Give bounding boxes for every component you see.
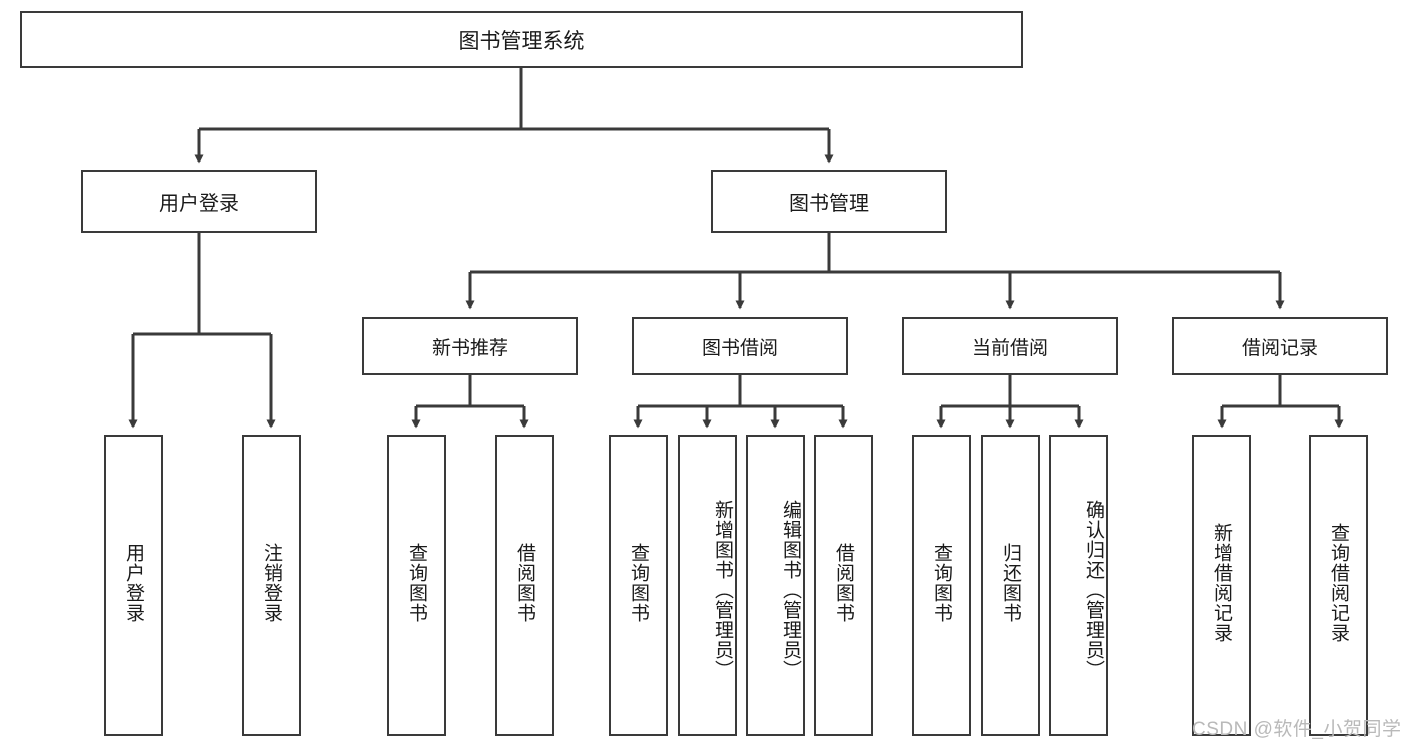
node-new-book-recommend-label: 新书推荐 (431, 337, 508, 359)
node-book-management[interactable]: 图书管理 (711, 170, 947, 233)
leaf-book-borrow-add[interactable]: 新增图书（管理员） (678, 435, 737, 736)
node-borrow-record[interactable]: 借阅记录 (1172, 317, 1388, 375)
node-current-borrow[interactable]: 当前借阅 (902, 317, 1118, 375)
leaf-current-borrow-confirm-return[interactable]: 确认归还（管理员） (1049, 435, 1108, 736)
leaf-borrow-record-query[interactable]: 查询借阅记录 (1309, 435, 1368, 736)
leaf-book-borrow-edit[interactable]: 编辑图书（管理员） (746, 435, 805, 736)
node-borrow-record-label: 借阅记录 (1241, 337, 1318, 359)
node-user-login[interactable]: 用户登录 (81, 170, 317, 233)
leaf-book-borrow-borrow[interactable]: 借阅图书 (814, 435, 873, 736)
node-book-management-label: 图书管理 (789, 193, 869, 215)
leaf-label: 查询借阅记录 (1328, 522, 1350, 643)
leaf-label: 查询图书 (628, 542, 650, 623)
leaf-label: 查询图书 (406, 542, 428, 623)
leaf-label: 注销登录 (261, 542, 283, 623)
node-root-label: 图书管理系统 (458, 29, 585, 53)
leaf-label: 归还图书 (1000, 542, 1022, 623)
leaf-label: 查询图书 (931, 542, 953, 623)
node-book-borrow[interactable]: 图书借阅 (632, 317, 848, 375)
leaf-borrow-record-add[interactable]: 新增借阅记录 (1192, 435, 1251, 736)
leaf-user-login-login[interactable]: 用户登录 (104, 435, 163, 736)
node-root[interactable]: 图书管理系统 (20, 11, 1023, 68)
leaf-label: 新增图书（管理员） (712, 499, 733, 680)
leaf-current-borrow-return[interactable]: 归还图书 (981, 435, 1040, 736)
csdn-watermark: CSDN @软件_小贺同学 (1192, 719, 1402, 740)
node-new-book-recommend[interactable]: 新书推荐 (362, 317, 578, 375)
node-current-borrow-label: 当前借阅 (971, 337, 1048, 359)
leaf-new-book-query[interactable]: 查询图书 (387, 435, 446, 736)
node-book-borrow-label: 图书借阅 (701, 337, 778, 359)
leaf-book-borrow-query[interactable]: 查询图书 (609, 435, 668, 736)
node-user-login-label: 用户登录 (159, 193, 239, 215)
leaf-current-borrow-query[interactable]: 查询图书 (912, 435, 971, 736)
leaf-label: 借阅图书 (514, 542, 536, 623)
leaf-new-book-borrow[interactable]: 借阅图书 (495, 435, 554, 736)
leaf-label: 编辑图书（管理员） (780, 499, 801, 680)
leaf-label: 确认归还（管理员） (1083, 499, 1104, 680)
leaf-label: 用户登录 (123, 542, 145, 623)
leaf-user-login-logout[interactable]: 注销登录 (242, 435, 301, 736)
leaf-label: 新增借阅记录 (1211, 522, 1233, 643)
leaf-label: 借阅图书 (833, 542, 855, 623)
